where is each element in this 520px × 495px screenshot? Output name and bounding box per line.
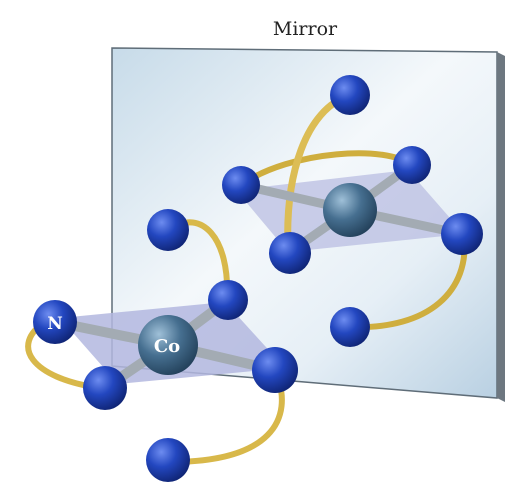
mirror-label: Mirror	[272, 18, 338, 40]
front-nitrogen-atom	[208, 280, 248, 320]
reflected-nitrogen-atom	[393, 146, 431, 184]
metal-label: Co	[154, 336, 180, 357]
mirror-edge	[497, 52, 505, 402]
front-nitrogen-atom	[146, 438, 190, 482]
front-nitrogen-atom	[83, 366, 127, 410]
front-nitrogen-atom	[33, 300, 77, 344]
reflected-nitrogen-atom	[222, 166, 260, 204]
front-cobalt-atom	[138, 315, 198, 375]
ligand-label: N	[47, 314, 63, 334]
front-nitrogen-atom	[147, 209, 189, 251]
reflected-nitrogen-atom	[269, 232, 311, 274]
reflected-nitrogen-atom	[441, 213, 483, 255]
front-complex: N Co	[25, 209, 298, 482]
reflected-complex	[222, 75, 483, 347]
reflected-nitrogen-atom	[330, 307, 370, 347]
front-nitrogen-atom	[252, 347, 298, 393]
reflected-cobalt-atom	[323, 183, 377, 237]
reflected-nitrogen-atom	[330, 75, 370, 115]
